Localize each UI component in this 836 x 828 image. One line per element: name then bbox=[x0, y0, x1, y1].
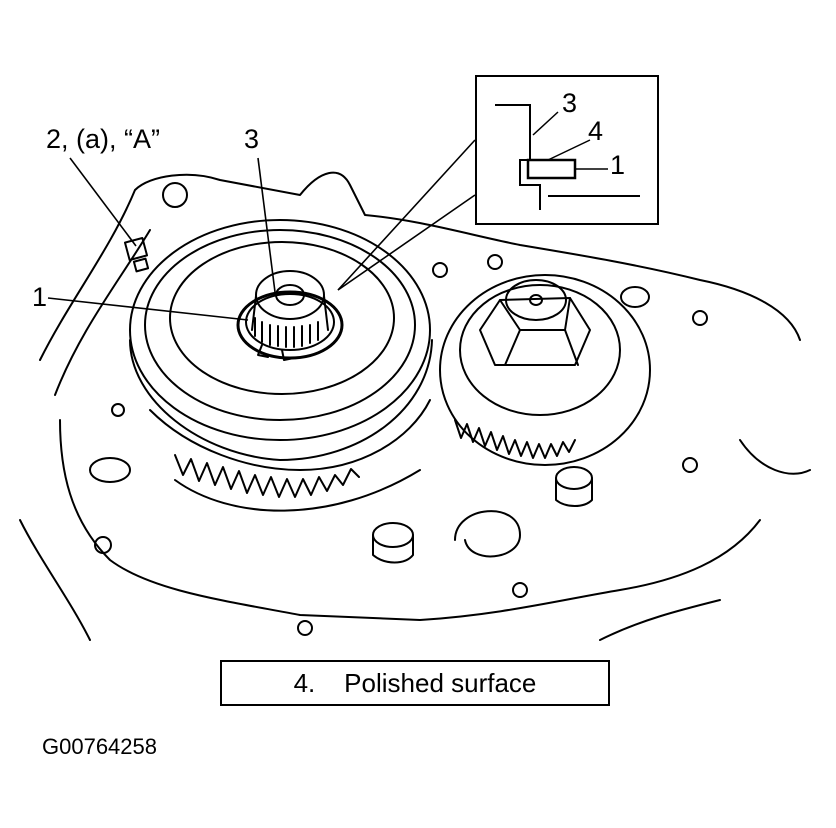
bolt-hole bbox=[433, 263, 447, 277]
bolt-hole bbox=[683, 458, 697, 472]
marker-tab bbox=[125, 238, 147, 260]
nut-shaft-bore bbox=[530, 295, 542, 305]
bolt-hole bbox=[693, 311, 707, 325]
legend-text: 4. Polished surface bbox=[294, 668, 537, 699]
figure-id: G00764258 bbox=[42, 734, 157, 759]
detail-wedge-bottom bbox=[338, 195, 475, 290]
detail-label-1: 1 bbox=[610, 150, 626, 180]
drum-side bbox=[130, 340, 432, 460]
case-boss-side bbox=[556, 478, 592, 506]
bolt-hole bbox=[298, 621, 312, 635]
case-boss bbox=[373, 523, 413, 547]
case-outline bbox=[40, 173, 800, 360]
detail-leader-3 bbox=[533, 112, 558, 135]
drum-outer bbox=[130, 220, 430, 440]
callout-label-1: 1 bbox=[32, 282, 48, 312]
spline-ring bbox=[246, 294, 334, 350]
drum-rim bbox=[145, 230, 415, 420]
case-flange bbox=[55, 230, 760, 620]
leader-1-main bbox=[48, 298, 248, 320]
right-gear-inner bbox=[460, 285, 620, 415]
callout-label-2a: 2, (a), “A” bbox=[46, 124, 161, 154]
case-boss bbox=[556, 467, 592, 489]
bolt-hole bbox=[488, 255, 502, 269]
bolt-hole bbox=[112, 404, 124, 416]
snap-ring bbox=[238, 292, 342, 358]
nut-shaft bbox=[506, 280, 566, 320]
gear-teeth-base bbox=[175, 470, 420, 511]
legend-description: Polished surface bbox=[344, 667, 537, 698]
right-gear-outer bbox=[440, 275, 650, 465]
case-lower-edge bbox=[20, 440, 810, 640]
bolt-hole bbox=[163, 183, 187, 207]
detent-lever bbox=[621, 287, 649, 307]
detail-leader-4 bbox=[548, 140, 590, 160]
legend-number: 4. bbox=[293, 667, 316, 698]
leader-2 bbox=[70, 158, 136, 246]
legend-box: 4. Polished surface bbox=[220, 660, 610, 706]
case-boss bbox=[90, 458, 130, 482]
detail-wedge-top bbox=[338, 140, 475, 290]
bolt-hole bbox=[95, 537, 111, 553]
detail-shaft-outline bbox=[495, 105, 545, 210]
callout-label-3: 3 bbox=[244, 124, 260, 154]
drum-bottom bbox=[150, 400, 430, 470]
leader-3-main bbox=[258, 158, 275, 292]
case-boss-side bbox=[373, 535, 413, 563]
right-gear-teeth bbox=[455, 420, 575, 458]
detail-label-4: 4 bbox=[588, 116, 604, 146]
detail-ring-section bbox=[528, 160, 575, 178]
snap-ring-ends bbox=[258, 345, 294, 360]
detail-inset-box bbox=[476, 76, 658, 224]
spring-loop bbox=[455, 511, 520, 556]
bolt-hole bbox=[513, 583, 527, 597]
hex-nut-face bbox=[500, 298, 578, 365]
gear-teeth bbox=[175, 455, 359, 497]
shaft-side bbox=[252, 296, 328, 330]
marker-tab-lower bbox=[134, 259, 148, 272]
splines bbox=[255, 318, 318, 347]
drum-inner bbox=[170, 242, 394, 394]
detail-label-3: 3 bbox=[562, 88, 578, 118]
